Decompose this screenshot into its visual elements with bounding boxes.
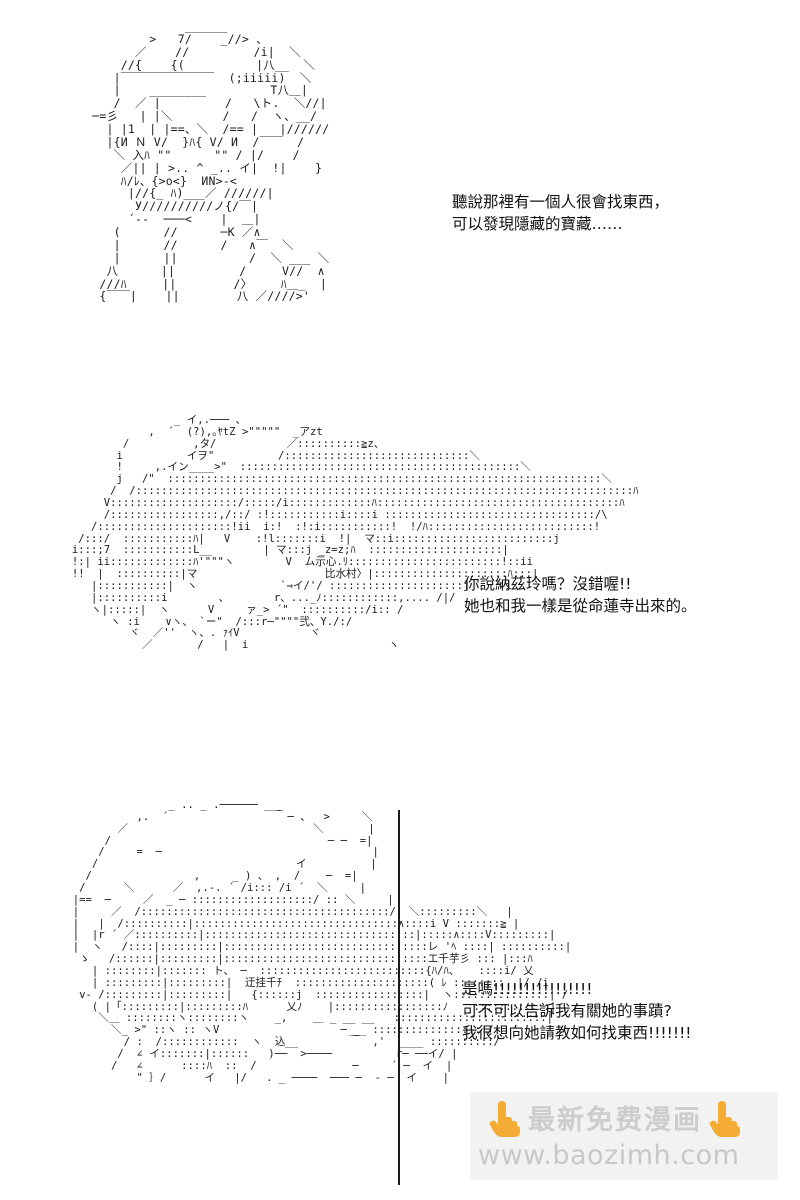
art-label: 迂挂千ﾁ	[244, 976, 283, 989]
panel-border-line	[398, 810, 400, 1185]
ascii-art-panel-3: _ .. _ .────── _ _ ,. ´ ￣ ─ 、 > ＼ ／ ＼ | …	[72, 799, 572, 1084]
dialogue-block-3: 是嗎!!!!!!!!!!!!!!!! 可不可以告訴我有關她的事蹟? 我很想向她請…	[462, 978, 692, 1044]
watermark-title: 最新免费漫画	[528, 1105, 702, 1136]
dialogue-line: 我很想向她請教如何找東西!!!!!!!	[462, 1024, 692, 1042]
art-label: エ千芋彡	[427, 953, 471, 966]
art-label: (?),｡ﾔtZ	[186, 425, 236, 438]
pointing-hand-icon	[708, 1099, 742, 1137]
art-label: 比水村	[324, 568, 357, 581]
dialogue-block-2: 你說納茲玲嗎？沒錯喔!! 她也和我一樣是從命蓮寺出來的。	[464, 573, 697, 617]
dialogue-line: 她也和我一樣是從命蓮寺出來的。	[464, 597, 697, 615]
dialogue-block-1: 聽說那裡有一個人很會找東西， 可以發現隱藏的寶藏……	[452, 191, 669, 235]
dialogue-line: 你說納茲玲嗎？沒錯喔!!	[464, 575, 632, 593]
ascii-art-panel-1: ______ > 7/ _//> 、 ／ // /i| ＼ //{ {( |八_…	[92, 19, 330, 304]
ascii-art-panel-2: _ イ,.─── 、 , ´ (?),｡ﾔtZ >""""" _アzt / ,タ…	[71, 414, 639, 652]
watermark-url: www.baozimh.com	[478, 1140, 740, 1171]
dialogue-line: 是嗎!!!!!!!!!!!!!!!!	[462, 980, 593, 998]
dialogue-line: 可不可以告訴我有關她的事蹟?	[462, 1002, 672, 1020]
pointing-hand-icon	[488, 1099, 522, 1137]
dialogue-line: 可以發現隱藏的寶藏……	[452, 215, 623, 233]
dialogue-line: 聽說那裡有一個人很會找東西，	[452, 193, 670, 211]
watermark-title-row: 最新免费漫画	[488, 1098, 742, 1137]
watermark: 最新免费漫画 www.baozimh.com	[470, 1092, 778, 1180]
